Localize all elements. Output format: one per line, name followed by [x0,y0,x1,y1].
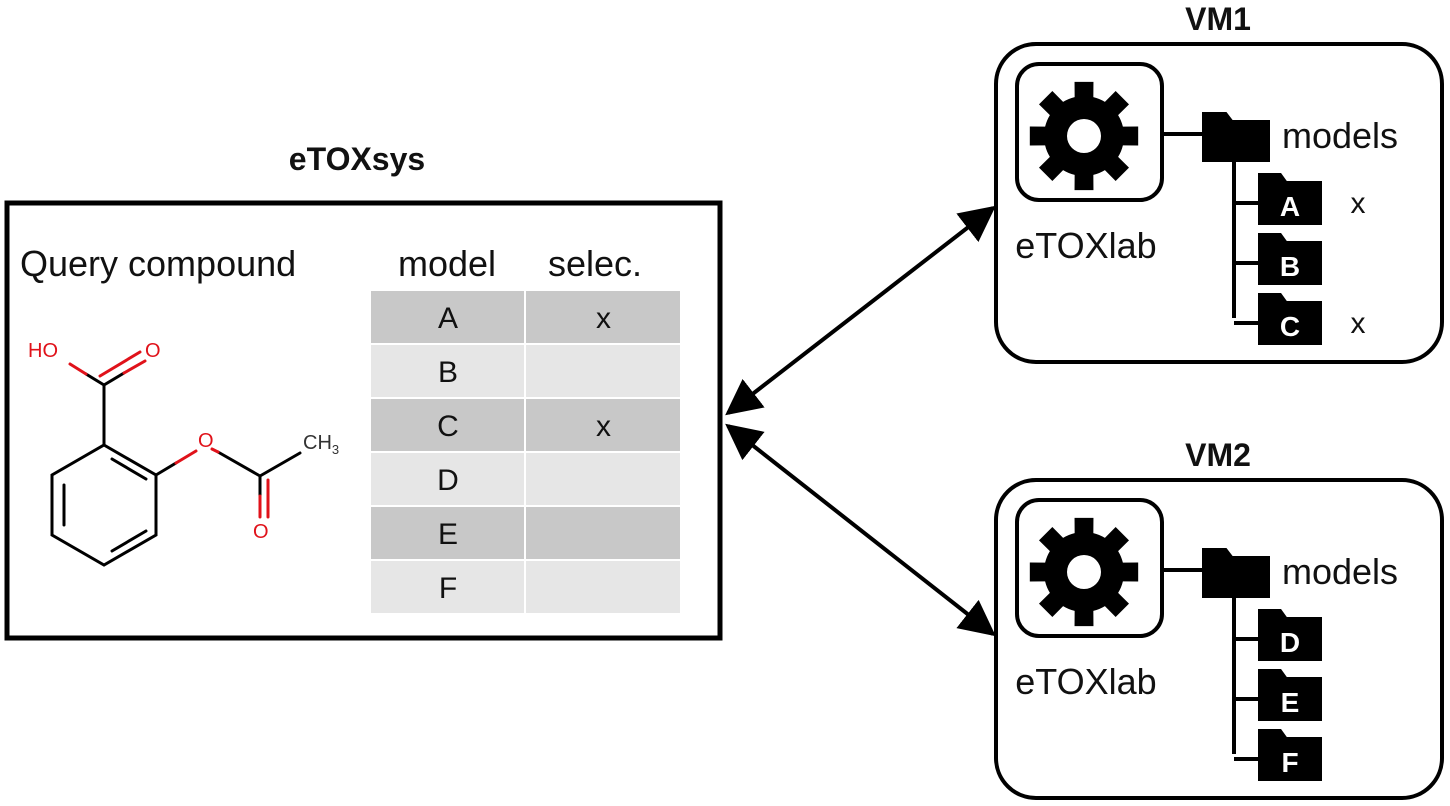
table-cell-selection: x [596,410,611,443]
atom-carbonyl-oxygen: O [145,340,161,362]
folder-icon [1258,669,1322,721]
etoxsys-title: eTOXsys [289,141,425,177]
table-header-model: model [398,243,496,284]
folder-icon [1258,233,1322,285]
table-cell-model: D [437,464,459,497]
model-folder-name: D [1280,627,1300,658]
table-cell-model-bg [371,453,524,505]
folder-icon [1258,293,1322,345]
atom-hydroxyl: HO [28,340,58,362]
table-cell-model-bg [371,507,524,559]
table-cell-model: B [438,356,458,389]
table-cell-selection-bg [526,399,680,451]
model-selection-mark: x [1351,187,1366,220]
etoxlab-label: eTOXlab [1015,225,1156,266]
model-folder-name: B [1280,251,1300,282]
table-cell-selection-bg [526,507,680,559]
model-folder-name: C [1280,311,1300,342]
folder-icon [1258,729,1322,781]
table-cell-selection-bg [526,453,680,505]
query-compound-label: Query compound [20,243,296,284]
model-folder-name: A [1280,191,1300,222]
vm-title: VM1 [1185,1,1251,37]
folder-icon [1258,609,1322,661]
folder-icon [1258,173,1322,225]
table-cell-model: C [437,410,459,443]
table-cell-model-bg [371,345,524,397]
arrow-etoxsys-vm2 [725,423,996,637]
compound-structure: HO O O O CH3 [28,340,339,567]
atom-ester-oxygen: O [198,430,214,452]
table-cell-model: F [439,572,457,605]
vm-title: VM2 [1185,437,1251,473]
atom-acetyl-oxygen: O [253,521,269,543]
models-folder-label: models [1282,551,1398,592]
table-cell-model-bg [371,561,524,613]
etoxsys-panel: eTOXsys Query compound [4,141,723,641]
model-folder-name: F [1281,747,1298,778]
etoxlab-label: eTOXlab [1015,661,1156,702]
models-folder-label: models [1282,115,1398,156]
arrow-etoxsys-vm1 [725,205,996,416]
folder-icon [1202,548,1270,598]
table-cell-selection-bg [526,345,680,397]
table-cell-model-bg [371,291,524,343]
table-cell-model-bg [371,399,524,451]
table-cell-selection-bg [526,291,680,343]
model-selection-mark: x [1351,307,1366,340]
connection-arrows [725,205,996,637]
table-header-selection: selec. [548,243,642,284]
model-folder-name: E [1281,687,1300,718]
table-cell-selection: x [596,302,611,335]
table-cell-selection-bg [526,561,680,613]
gear-icon [1029,517,1139,627]
table-cell-model: E [438,518,458,551]
table-cell-model: A [438,302,458,335]
gear-icon [1029,81,1139,191]
folder-icon [1202,112,1270,162]
